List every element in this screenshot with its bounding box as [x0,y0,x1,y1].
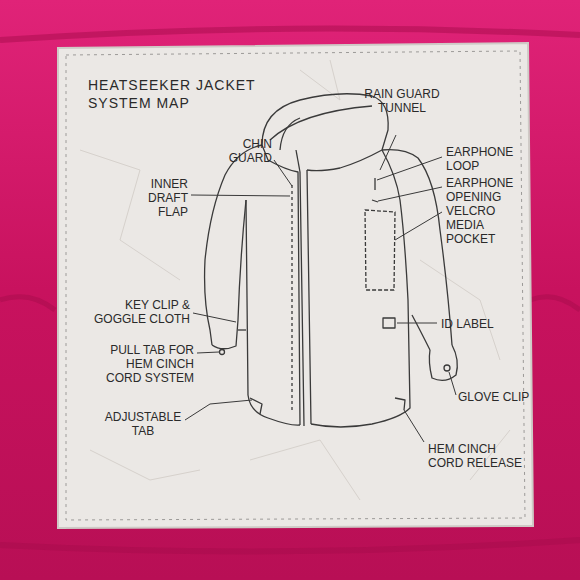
part-label: PULL TAB FOR HEM CINCH CORD SYSTEM [92,343,194,385]
part-label: VELCRO MEDIA POCKET [446,204,520,246]
part-label: EARPHONE LOOP [446,145,526,173]
crinkle-texture [80,60,510,500]
leader-lines [185,135,456,442]
jacket-drawing [205,94,458,427]
part-label: ID LABEL [441,317,511,331]
part-label: HEM CINCH CORD RELEASE [428,442,528,470]
part-label: ADJUSTABLE TAB [98,410,188,438]
part-label: GLOVE CLIP [458,390,542,404]
quilt-seam [0,29,580,552]
diagram-title: HEATSEEKER JACKET SYSTEM MAP [88,76,263,112]
part-label: CHIN GUARD [220,137,272,165]
part-label: INNER DRAFT FLAP [128,177,188,219]
tyvek-label [58,43,533,528]
part-label: EARPHONE OPENING [446,176,526,204]
part-label: RAIN GUARD TUNNEL [364,87,440,115]
part-label: KEY CLIP & GOGGLE CLOTH [80,298,190,326]
